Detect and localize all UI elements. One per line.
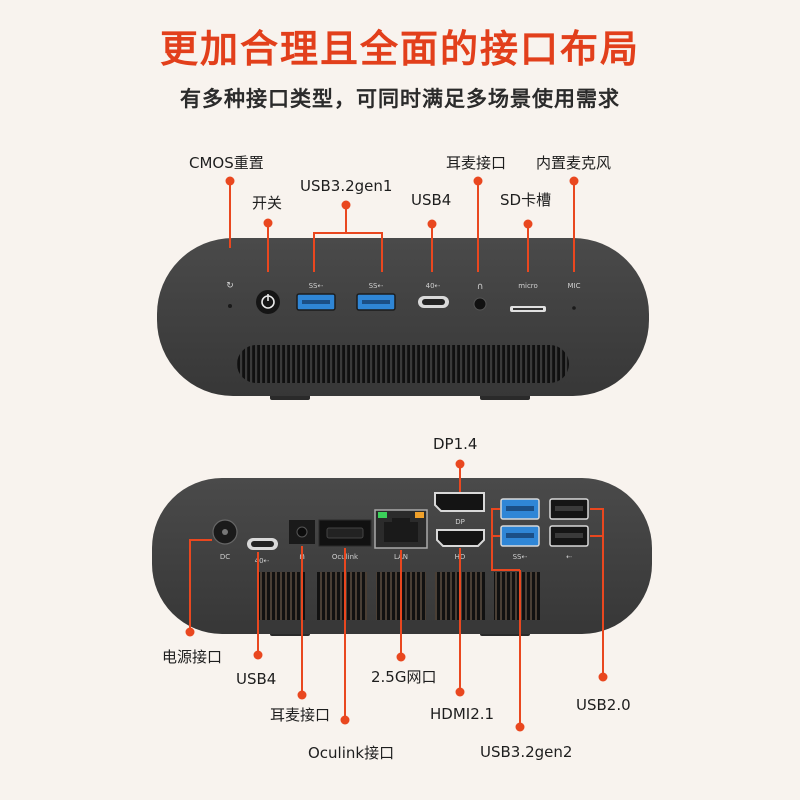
front-vent [237, 345, 569, 383]
page-title: 更加合理且全面的接口布局 [159, 27, 640, 71]
label-usb32gen2: USB3.2gen2 [480, 743, 572, 761]
hdmi-port [436, 529, 485, 547]
sd-mark: micro [518, 282, 538, 290]
rear-vent-5 [494, 572, 540, 620]
label-dp: DP1.4 [433, 435, 477, 453]
cmos-reset-button [228, 304, 232, 308]
rear-vent-1 [259, 572, 305, 620]
rear-headset-jack [296, 526, 308, 538]
usb-a-2-mark: SS⇠ [369, 282, 384, 290]
label-front-usb4: USB4 [411, 191, 451, 209]
front-callouts: CMOS重置 开关 USB3.2gen1 USB4 耳麦接口 SD卡槽 内置麦克… [189, 154, 611, 272]
usb-gen2-mark: SS⇠ [513, 553, 528, 561]
front-headset-jack [473, 297, 487, 311]
lan-led-orange [415, 512, 424, 518]
page-subtitle: 有多种接口类型，可同时满足多场景使用需求 [180, 87, 620, 111]
label-power: 开关 [252, 194, 282, 212]
label-usb32gen1: USB3.2gen1 [300, 177, 392, 195]
dp-port [434, 492, 485, 512]
label-cmos-reset: CMOS重置 [189, 154, 264, 172]
dp-mark: DP [455, 518, 465, 526]
lan-led-green [378, 512, 387, 518]
label-rear-headset: 耳麦接口 [270, 706, 330, 724]
cmos-reset-icon: ↻ [226, 281, 234, 291]
label-oculink: Oculink接口 [308, 744, 394, 762]
rear-usb4-mark: 40⇠ [255, 557, 270, 565]
rear-callouts: DP1.4 电源接口 USB4 耳麦接口 Oculink接口 2.5G网口 HD… [162, 435, 631, 762]
dc-mark: DC [220, 553, 230, 561]
power-button [256, 290, 280, 314]
mic-mark: MIC [568, 282, 581, 290]
label-sd-slot: SD卡槽 [500, 191, 551, 209]
front-usb4-mark: 40⇠ [426, 282, 441, 290]
front-headset-icon: ∩ [477, 282, 484, 292]
front-device: ↻ SS⇠ SS⇠ 40⇠ ∩ micro MIC [157, 238, 649, 400]
label-rear-usb4: USB4 [236, 670, 276, 688]
label-hdmi: HDMI2.1 [430, 705, 494, 723]
mic-hole [572, 306, 576, 310]
label-lan: 2.5G网口 [371, 668, 436, 686]
label-front-headset: 耳麦接口 [446, 154, 506, 172]
label-usb20: USB2.0 [576, 696, 631, 714]
usb20-mark: ⇠ [566, 553, 572, 561]
rear-vent-2 [317, 572, 367, 620]
label-mic: 内置麦克风 [536, 154, 611, 172]
usb-a-1-mark: SS⇠ [309, 282, 324, 290]
label-dc: 电源接口 [162, 648, 222, 666]
